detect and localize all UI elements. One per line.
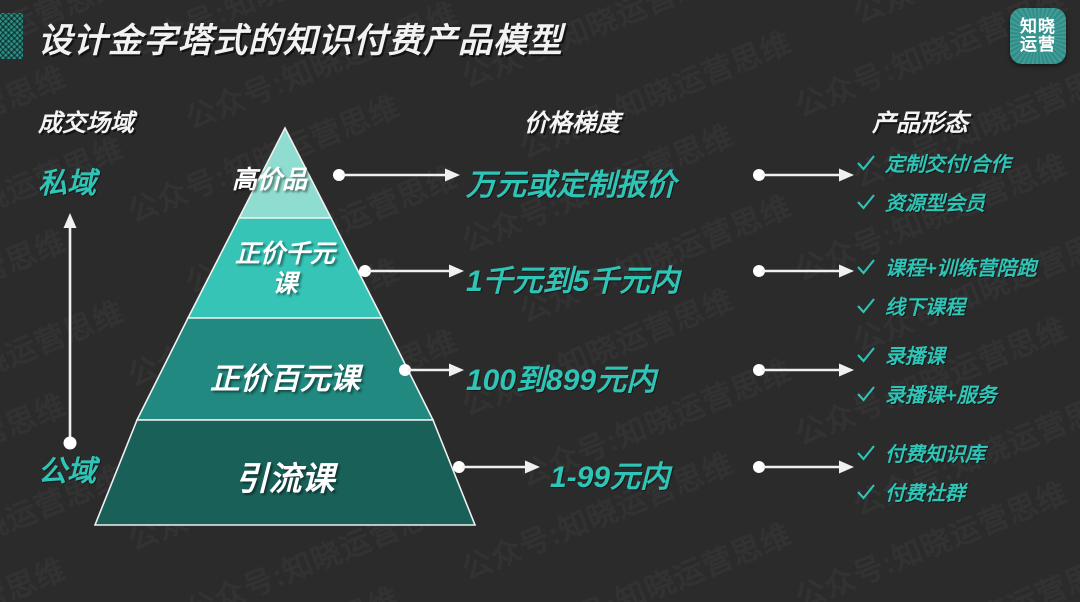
check-icon [857,483,875,500]
product-label: 付费社群 [885,483,965,505]
list-item[interactable]: 定制交付/合作 [856,148,1011,177]
pyramid-tier-3[interactable] [135,317,435,421]
check-icon [857,154,875,171]
check-icon [857,444,875,461]
product-group-tier-2: 课程+训练营陪跑 线下课程 [856,252,1037,330]
list-item[interactable]: 资源型会员 [856,187,1011,216]
brand-logo-line2: 运营 [1020,35,1056,54]
check-icon [857,193,875,210]
list-item[interactable]: 付费知识库 [856,438,985,467]
connector-tier-2-price [359,264,464,278]
connector-tier-4-form [753,460,854,474]
connector-tier-3-price [399,363,464,377]
product-label: 付费知识库 [885,444,985,466]
list-item[interactable]: 线下课程 [856,291,1037,320]
product-label: 录播课 [885,346,945,368]
product-label: 线下课程 [885,297,965,319]
connector-tier-4-price [453,460,540,474]
product-label: 资源型会员 [885,193,985,215]
brand-logo: 知晓 运营 [1010,8,1066,64]
product-group-tier-4: 付费知识库 付费社群 [856,438,985,516]
brand-logo-line1: 知晓 [1020,17,1056,37]
product-group-tier-3: 录播课 录播课+服务 [856,340,997,418]
title-accent-block [0,13,23,59]
connector-tier-1-price [333,168,460,182]
pyramid-diagram [93,126,477,526]
product-label: 定制交付/合作 [885,154,1011,176]
check-icon [857,297,875,314]
price-tier-4: 1-99元内 [550,461,671,494]
list-item[interactable]: 付费社群 [856,477,985,506]
scene-label-public: 公域 [38,456,97,488]
check-icon [857,346,875,363]
connector-tier-2-form [753,264,854,278]
title-bar: 设计金字塔式的知识付费产品模型 知晓 运营 [0,0,1080,70]
pyramid-tier-2[interactable] [186,217,384,319]
watermark-text: 公众号:知晓运营思维公众号:知晓运营思维公众号:知晓运营思维公众号:知晓运营思维… [0,579,1080,602]
column-header-scene: 成交场域 [38,110,134,137]
connector-tier-1-form [753,168,854,182]
connector-tier-3-form [753,363,854,377]
column-header-price: 价格梯度 [524,110,620,137]
product-label: 录播课+服务 [885,385,997,407]
list-item[interactable]: 录播课+服务 [856,379,997,408]
product-label: 课程+训练营陪跑 [885,258,1037,280]
column-header-form: 产品形态 [872,110,968,137]
price-tier-3: 100到899元内 [466,364,657,397]
check-icon [857,385,875,402]
price-tier-1: 万元或定制报价 [466,169,676,202]
page-title: 设计金字塔式的知识付费产品模型 [38,22,563,60]
check-icon [857,258,875,275]
scene-axis-arrow [63,213,77,450]
list-item[interactable]: 课程+训练营陪跑 [856,252,1037,281]
scene-label-private: 私域 [38,168,97,200]
product-group-tier-1: 定制交付/合作 资源型会员 [856,148,1011,226]
pyramid-tier-4[interactable] [93,419,477,526]
pyramid-tier-1[interactable] [237,126,333,219]
price-tier-2: 1千元到5千元内 [466,265,680,298]
list-item[interactable]: 录播课 [856,340,997,369]
